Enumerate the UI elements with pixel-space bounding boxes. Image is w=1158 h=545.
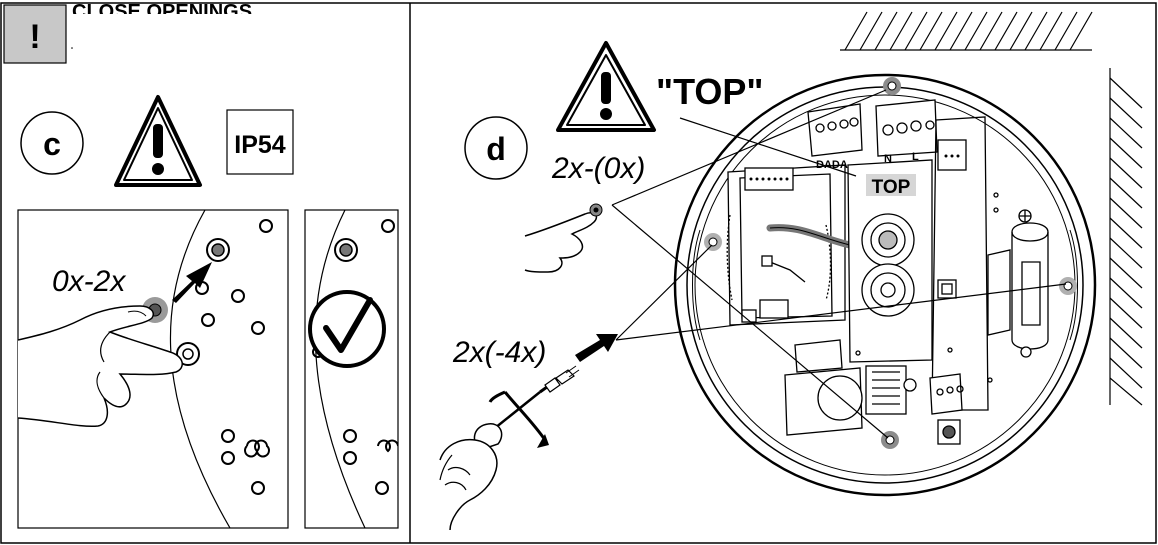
center-column — [847, 159, 957, 363]
terminal-l-label: L — [912, 151, 919, 163]
bottom-components — [784, 339, 993, 445]
screwdriver-icon — [439, 334, 618, 531]
panel-c: c IP54 — [17, 95, 399, 529]
step-c-label: c — [43, 126, 61, 162]
wall-hatch — [1109, 68, 1143, 406]
ip54-rating: IP54 — [234, 131, 286, 159]
warning-title: CLOSE OPENINGS — [72, 1, 252, 23]
ip54-box — [226, 109, 294, 175]
housing-holes — [195, 219, 273, 495]
count-label-upper: 2x-(0x) — [551, 152, 645, 185]
warning-triangle-top-icon — [556, 41, 656, 132]
warning-exclamation: ! — [29, 18, 40, 56]
count-label-lower: 2x(-4x) — [452, 336, 546, 369]
arrow-push-icon — [172, 262, 212, 303]
leader-lines — [611, 89, 1067, 439]
warning-box-bg — [3, 4, 67, 64]
finger-icon — [524, 203, 603, 273]
dot-mark — [71, 47, 73, 49]
top-tag — [866, 174, 916, 196]
circuit-board — [726, 164, 846, 326]
step-d-label: d — [486, 131, 506, 167]
terminal-dada-label: DADA — [816, 159, 848, 171]
checkmark-icon — [308, 290, 386, 368]
hand-icon — [18, 305, 183, 428]
ceiling-hatch — [840, 11, 1093, 51]
step-c-circle — [20, 111, 84, 175]
step-d-circle — [464, 116, 528, 180]
top-tag-label: TOP — [872, 177, 911, 198]
warning-triangle-icon — [114, 95, 202, 187]
warning-box: ! CLOSE OPENINGS — [3, 1, 252, 64]
terminal-n-label: N — [884, 153, 892, 165]
top-quote-label: "TOP" — [656, 71, 764, 112]
housing-edge — [169, 210, 231, 528]
detail-box-right — [304, 209, 399, 529]
count-label-c: 0x-2x — [52, 265, 126, 298]
arrow-insert-icon — [575, 334, 618, 362]
panel-d: d "TOP" — [439, 11, 1143, 531]
